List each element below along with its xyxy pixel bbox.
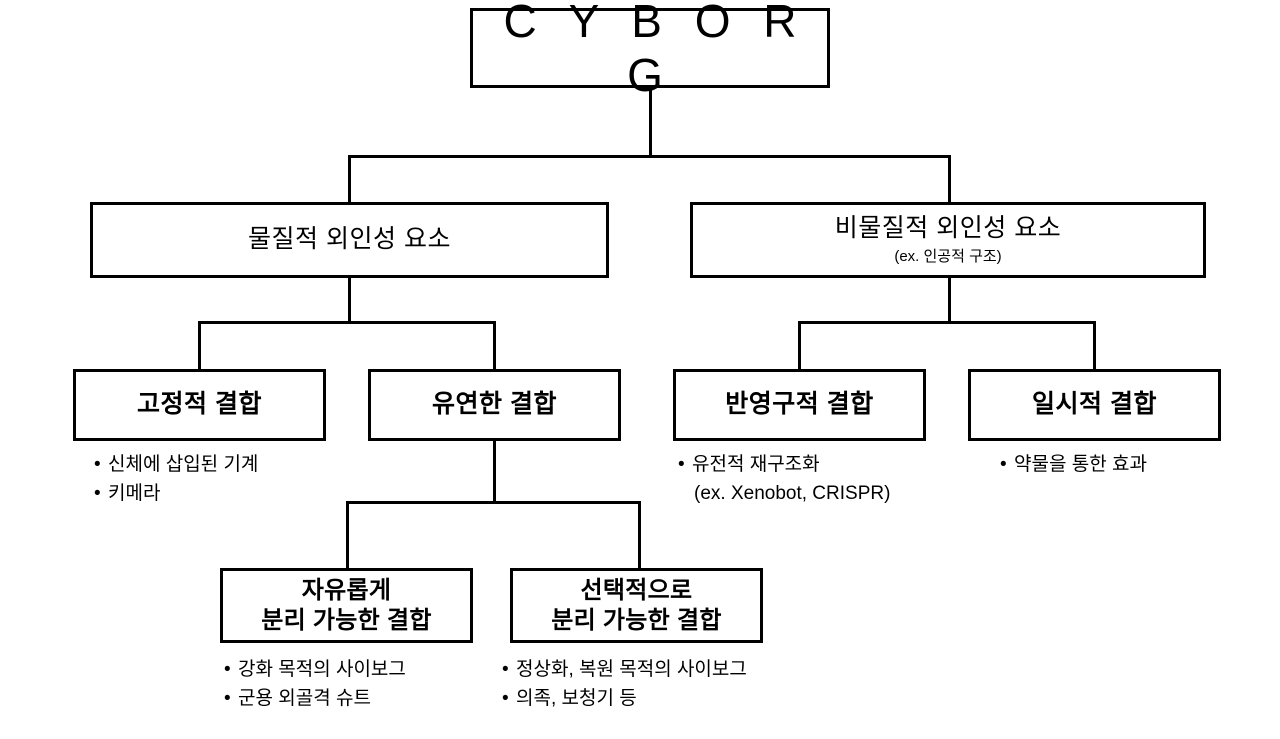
note-text: 의족, 보청기 등 xyxy=(516,688,637,710)
node-freely-detachable-coupling[interactable]: 자유롭게 분리 가능한 결합 xyxy=(220,568,473,643)
node-material-exogenous-label: 물질적 외인성 요소 xyxy=(248,225,451,254)
connector-immaterial-to-temporary xyxy=(1093,321,1096,369)
connector-immaterial-stem xyxy=(948,278,951,323)
notes-fixed-coupling: • 신체에 삽입된 기계 • 키메라 xyxy=(94,450,258,509)
note-text: 군용 외골격 슈트 xyxy=(238,688,371,710)
connector-material-to-flexible xyxy=(493,321,496,369)
connector-material-spreader xyxy=(198,321,496,324)
node-semipermanent-coupling[interactable]: 반영구적 결합 xyxy=(673,369,926,441)
node-semipermanent-coupling-label: 반영구적 결합 xyxy=(725,390,874,419)
bullet-glyph: • xyxy=(1000,454,1007,475)
note-text: (ex. Xenobot, CRISPR) xyxy=(694,483,891,505)
note-item-continuation: (ex. Xenobot, CRISPR) xyxy=(678,479,890,508)
note-item: • 정상화, 복원 목적의 사이보그 xyxy=(502,655,747,684)
node-flexible-coupling-label: 유연한 결합 xyxy=(432,390,557,419)
connector-flexible-stem xyxy=(493,441,496,503)
connector-flexible-to-selective xyxy=(638,501,641,568)
bullet-glyph: • xyxy=(502,688,509,710)
note-text: 강화 목적의 사이보그 xyxy=(238,659,406,680)
note-text: 유전적 재구조화 xyxy=(692,454,820,475)
bullet-glyph: • xyxy=(94,483,101,505)
notes-semipermanent-coupling: • 유전적 재구조화 (ex. Xenobot, CRISPR) xyxy=(678,450,890,509)
node-immaterial-exogenous-sublabel: (ex. 인공적 구조) xyxy=(894,247,1002,265)
connector-flexible-spreader xyxy=(346,501,641,504)
note-item: • 유전적 재구조화 xyxy=(678,450,890,479)
note-item: • 약물을 통한 효과 xyxy=(1000,450,1147,479)
node-immaterial-exogenous-label: 비물질적 외인성 요소 xyxy=(834,214,1062,243)
bullet-glyph: • xyxy=(224,688,231,710)
node-cyborg-root-label: C Y B O R G xyxy=(503,0,807,101)
note-text: 정상화, 복원 목적의 사이보그 xyxy=(516,659,747,680)
note-text: 키메라 xyxy=(108,483,161,505)
connector-root-stem xyxy=(649,88,652,157)
notes-temporary-coupling: • 약물을 통한 효과 xyxy=(1000,450,1147,479)
node-fixed-coupling[interactable]: 고정적 결합 xyxy=(73,369,326,441)
node-immaterial-exogenous[interactable]: 비물질적 외인성 요소 (ex. 인공적 구조) xyxy=(690,202,1206,278)
note-text: 신체에 삽입된 기계 xyxy=(108,454,259,475)
note-item: • 키메라 xyxy=(94,479,258,508)
note-text: 약물을 통한 효과 xyxy=(1014,454,1147,475)
node-material-exogenous[interactable]: 물질적 외인성 요소 xyxy=(90,202,609,278)
node-temporary-coupling[interactable]: 일시적 결합 xyxy=(968,369,1221,441)
node-selectively-detachable-coupling[interactable]: 선택적으로 분리 가능한 결합 xyxy=(510,568,763,643)
bullet-glyph: • xyxy=(502,659,509,680)
note-item: • 의족, 보청기 등 xyxy=(502,684,747,713)
node-fixed-coupling-label: 고정적 결합 xyxy=(137,390,262,419)
node-flexible-coupling[interactable]: 유연한 결합 xyxy=(368,369,621,441)
note-item: • 강화 목적의 사이보그 xyxy=(224,655,406,684)
connector-immaterial-to-semiperm xyxy=(798,321,801,369)
node-cyborg-root[interactable]: C Y B O R G xyxy=(470,0,830,101)
connector-flexible-to-free xyxy=(346,501,349,568)
connector-material-stem xyxy=(348,278,351,323)
connector-root-spreader xyxy=(348,155,951,158)
note-item: • 군용 외골격 슈트 xyxy=(224,684,406,713)
node-temporary-coupling-label: 일시적 결합 xyxy=(1032,390,1157,419)
bullet-glyph: • xyxy=(94,454,101,475)
node-selectively-detachable-coupling-label: 선택적으로 분리 가능한 결합 xyxy=(551,577,722,634)
note-item: • 신체에 삽입된 기계 xyxy=(94,450,258,479)
connector-material-to-fixed xyxy=(198,321,201,369)
notes-freely-detachable-coupling: • 강화 목적의 사이보그 • 군용 외골격 슈트 xyxy=(224,655,406,714)
node-freely-detachable-coupling-label: 자유롭게 분리 가능한 결합 xyxy=(261,577,432,634)
connector-root-to-immaterial xyxy=(948,155,951,204)
bullet-glyph: • xyxy=(224,659,231,680)
connector-immaterial-spreader xyxy=(798,321,1096,324)
notes-selectively-detachable-coupling: • 정상화, 복원 목적의 사이보그 • 의족, 보청기 등 xyxy=(502,655,747,714)
bullet-glyph: • xyxy=(678,454,685,475)
connector-root-to-material xyxy=(348,155,351,204)
